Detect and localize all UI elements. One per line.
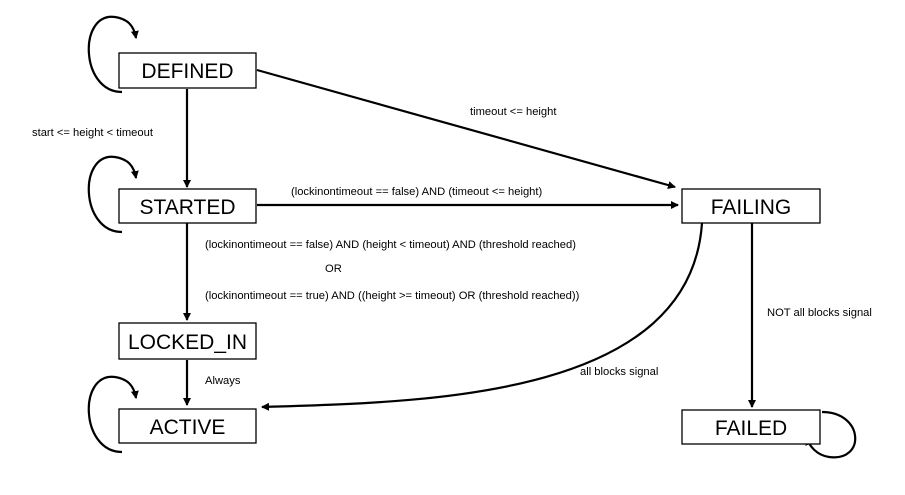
- edge-failing-to-active: [261, 222, 704, 411]
- state-started: STARTED: [118, 188, 257, 224]
- state-failed: FAILED: [681, 409, 821, 445]
- self-loop-failed: [805, 410, 857, 459]
- label-failing-to-active: all blocks signal: [580, 366, 658, 378]
- label-started-to-locked-in-or: OR: [325, 263, 342, 275]
- state-active: ACTIVE: [118, 408, 257, 444]
- self-loop-defined: [87, 15, 139, 94]
- state-active-label: ACTIVE: [150, 416, 226, 439]
- state-failing-label: FAILING: [711, 196, 792, 219]
- label-started-to-locked-in-line1: (lockinontimeout == false) AND (height <…: [205, 239, 576, 251]
- state-failed-label: FAILED: [715, 417, 787, 440]
- state-started-label: STARTED: [139, 196, 235, 219]
- self-loop-started: [87, 155, 139, 234]
- label-started-to-locked-in-line2: (lockinontimeout == true) AND ((height >…: [205, 290, 580, 302]
- state-failing: FAILING: [681, 188, 821, 224]
- edge-defined-to-failing: [256, 68, 676, 189]
- state-defined-label: DEFINED: [141, 60, 233, 83]
- label-defined-to-failing: timeout <= height: [470, 106, 557, 118]
- label-defined-to-started: start <= height < timeout: [32, 127, 154, 139]
- state-defined: DEFINED: [118, 52, 257, 89]
- state-locked-in-label: LOCKED_IN: [128, 331, 247, 354]
- state-locked-in: LOCKED_IN: [118, 322, 257, 360]
- label-failing-to-failed: NOT all blocks signal: [767, 307, 872, 319]
- label-locked-in-to-active: Always: [205, 375, 241, 387]
- label-started-to-failing: (lockinontimeout == false) AND (timeout …: [291, 186, 542, 198]
- self-loop-active: [87, 375, 139, 454]
